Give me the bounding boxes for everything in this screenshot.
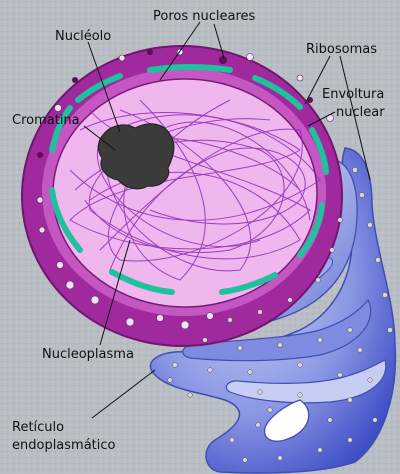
- nucleolus: [97, 123, 175, 190]
- label-envoltura-1: Envoltura: [322, 87, 384, 102]
- label-nucleolo: Nucléolo: [55, 29, 111, 44]
- nucleus: [21, 45, 343, 347]
- label-cromatina: Cromatina: [12, 113, 80, 128]
- nuclear-pores: [36, 48, 334, 330]
- ribosomes: [167, 167, 393, 463]
- label-reticulo-2: endoplasmático: [12, 438, 116, 453]
- envelope-bands: [49, 64, 329, 295]
- label-reticulo-1: Retículo: [12, 420, 64, 435]
- leader-lines: [83, 21, 371, 419]
- label-envoltura-2: nuclear: [336, 105, 385, 120]
- label-ribosomas: Ribosomas: [306, 42, 377, 57]
- label-nucleoplasma: Nucleoplasma: [42, 347, 134, 362]
- labels: Nucléolo Poros nucleares Ribosomas Envol…: [12, 9, 385, 453]
- label-poros-nucleares: Poros nucleares: [153, 9, 256, 24]
